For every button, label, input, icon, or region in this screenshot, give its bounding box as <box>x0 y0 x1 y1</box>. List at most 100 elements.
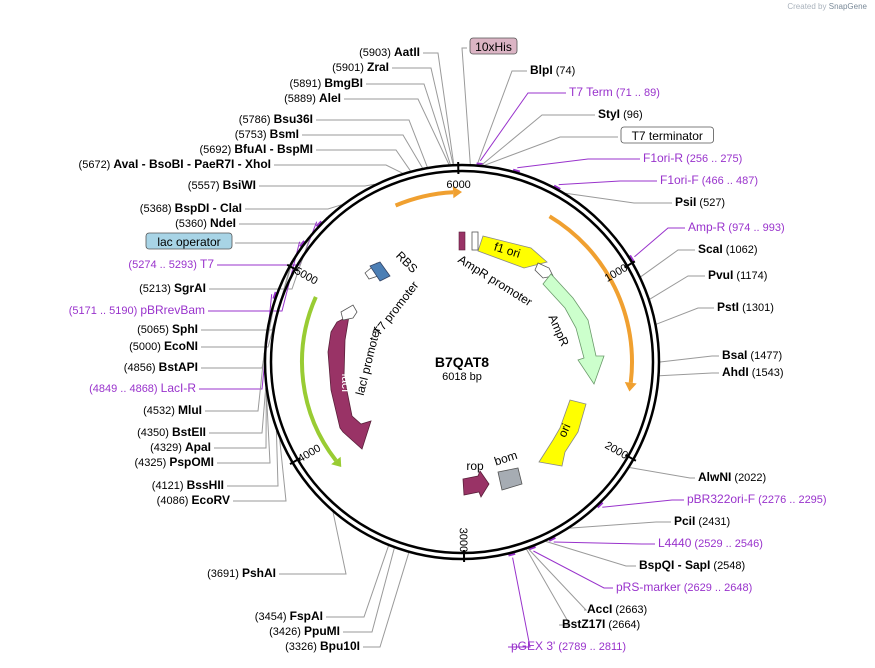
bsshii-label: (4121) BssHII <box>152 478 224 492</box>
pspomi-label: (4325) PspOMI <box>134 455 214 469</box>
pbr322ori-f-label: pBR322ori-F (2276 .. 2295) <box>687 492 827 506</box>
backbone-inner <box>269 169 655 555</box>
leader-scai <box>640 249 695 278</box>
tick-4000 <box>289 457 301 465</box>
laci-r-label: (4849 .. 4868) LacI-R <box>89 381 196 395</box>
plasmid-name: B7QAT8 <box>435 354 489 370</box>
leader-prs-marker <box>533 550 613 589</box>
leader-apai <box>214 391 267 449</box>
sphi-label: (5065) SphI <box>137 322 198 336</box>
orange-arc-top <box>394 190 454 208</box>
l4440-label: L4440 (2529 .. 2546) <box>658 536 763 550</box>
orange-arcs <box>300 186 637 467</box>
psii-label: PsiI (527) <box>675 195 725 209</box>
leader-amp-r <box>634 227 685 258</box>
leader-styi <box>481 114 595 166</box>
t7-terminator-feature <box>471 231 479 251</box>
backbone-outer <box>263 163 661 561</box>
leader-psti <box>656 307 714 325</box>
snapgene-credit: Created by SnapGene <box>787 2 867 11</box>
ampr-promoter-feature <box>534 262 554 279</box>
t7-label: (5274 .. 5293) T7 <box>128 257 214 271</box>
leader-pbrrevbam <box>208 241 301 312</box>
zrai-label: (5901) ZraI <box>332 60 389 74</box>
leader-acci <box>527 548 588 611</box>
leader-alei <box>344 98 450 165</box>
fspai-label: (3454) FspAI <box>255 609 323 623</box>
primer-mark-laci-r <box>272 291 277 299</box>
tick-label-3000: 3000 <box>457 528 469 553</box>
lac-operator-box <box>145 232 233 250</box>
leader-f1ori-f <box>558 180 657 186</box>
primer-mark-pbrrevbam <box>299 240 305 248</box>
leader-bfuai-bspmi <box>316 149 411 172</box>
green-arc-left-head <box>331 456 342 467</box>
ampr-label: AmpR <box>545 312 571 348</box>
orange-arc-right <box>548 214 634 383</box>
leader-bsteii <box>209 388 267 434</box>
leader-laci-r <box>199 294 273 390</box>
laci-label: lacI <box>339 374 353 393</box>
primer-mark-t7 <box>315 220 323 227</box>
primer-mark-prs-marker <box>528 545 536 551</box>
aatii-label: (5903) AatII <box>359 45 420 59</box>
blpi-label: BlpI (74) <box>530 63 575 77</box>
credit-prefix: Created by <box>787 2 827 11</box>
rbs-feature <box>369 261 391 282</box>
pvui-label: PvuI (1174) <box>708 268 767 282</box>
bsu36i-label: (5786) Bsu36I <box>239 112 313 126</box>
bspqi-sapi-label: BspQI - SapI (2548) <box>639 558 745 572</box>
leader-pbr322ori-f <box>602 499 684 508</box>
tick-label-6000: 6000 <box>446 179 470 191</box>
leader-blpi <box>476 70 527 165</box>
10xhis-feature <box>458 231 466 251</box>
econi-label: (5000) EcoNI <box>129 339 198 353</box>
rop-feature <box>462 470 490 498</box>
leader-econi <box>201 260 293 348</box>
lac-operator-label: lac operator <box>157 235 220 249</box>
green-arc-left <box>300 296 338 462</box>
leader-pvui <box>649 275 705 300</box>
amp-r-label: Amp-R (974 .. 993) <box>688 220 785 234</box>
t7-term-label: T7 Term (71 .. 89) <box>569 85 660 99</box>
bspdi-clai-label: (5368) BspDI - ClaI <box>140 201 242 215</box>
avai-bsobi-paer7i-xhoi-label: (5672) AvaI - BsoBI - PaeR7I - XhoI <box>79 157 271 171</box>
tick-label-1000: 1000 <box>603 262 630 285</box>
bstapi-label: (4856) BstAPI <box>124 360 198 374</box>
bsiwi-label: (5557) BsiWI <box>188 178 256 192</box>
primer-mark-pbr322ori-f <box>597 501 604 509</box>
leader-bstapi <box>201 292 277 369</box>
bpu10i-label: (3326) Bpu10I <box>285 639 360 653</box>
leader-ecorv <box>233 439 287 502</box>
tick-5000 <box>286 263 299 272</box>
psti-label: PstI (1301) <box>717 300 774 314</box>
snapgene-logo: SnapGene <box>828 2 867 11</box>
leader-f1ori-r <box>517 158 640 169</box>
primer-mark-f1ori-r <box>512 168 521 173</box>
primer-mark-l4440 <box>548 536 556 542</box>
leader-ppumi <box>343 547 395 633</box>
leader-aatii <box>423 52 455 165</box>
leader-bsiwi <box>259 183 375 187</box>
bstz17i-label: BstZ17I (2664) <box>562 617 640 631</box>
ampr-feature <box>542 273 605 385</box>
ori-feature <box>538 399 587 467</box>
leader-bmgbi <box>366 83 451 165</box>
t7-terminator-box <box>620 126 714 144</box>
leader-bsu36i <box>316 119 428 168</box>
leader-t7-term <box>479 92 566 162</box>
ecorv-label: (4086) EcoRV <box>157 493 230 507</box>
primer-mark-amp-r <box>629 254 635 262</box>
tick-label-2000: 2000 <box>603 440 630 463</box>
leader-bstz17i <box>526 548 571 626</box>
leader-pcii <box>569 521 671 529</box>
leader-bspdi-clai <box>245 204 342 210</box>
ahdi-label: AhdI (1543) <box>722 365 784 379</box>
rbs-label: RBS <box>393 248 420 275</box>
pgex-3-label: pGEX 3' (2789 .. 2811) <box>511 639 626 653</box>
leader-t7-terminator <box>484 136 618 166</box>
laci-feature <box>327 315 372 450</box>
leader-avai-bsobi-paer7i-xhoi <box>274 164 403 174</box>
leader-psii <box>565 192 672 204</box>
